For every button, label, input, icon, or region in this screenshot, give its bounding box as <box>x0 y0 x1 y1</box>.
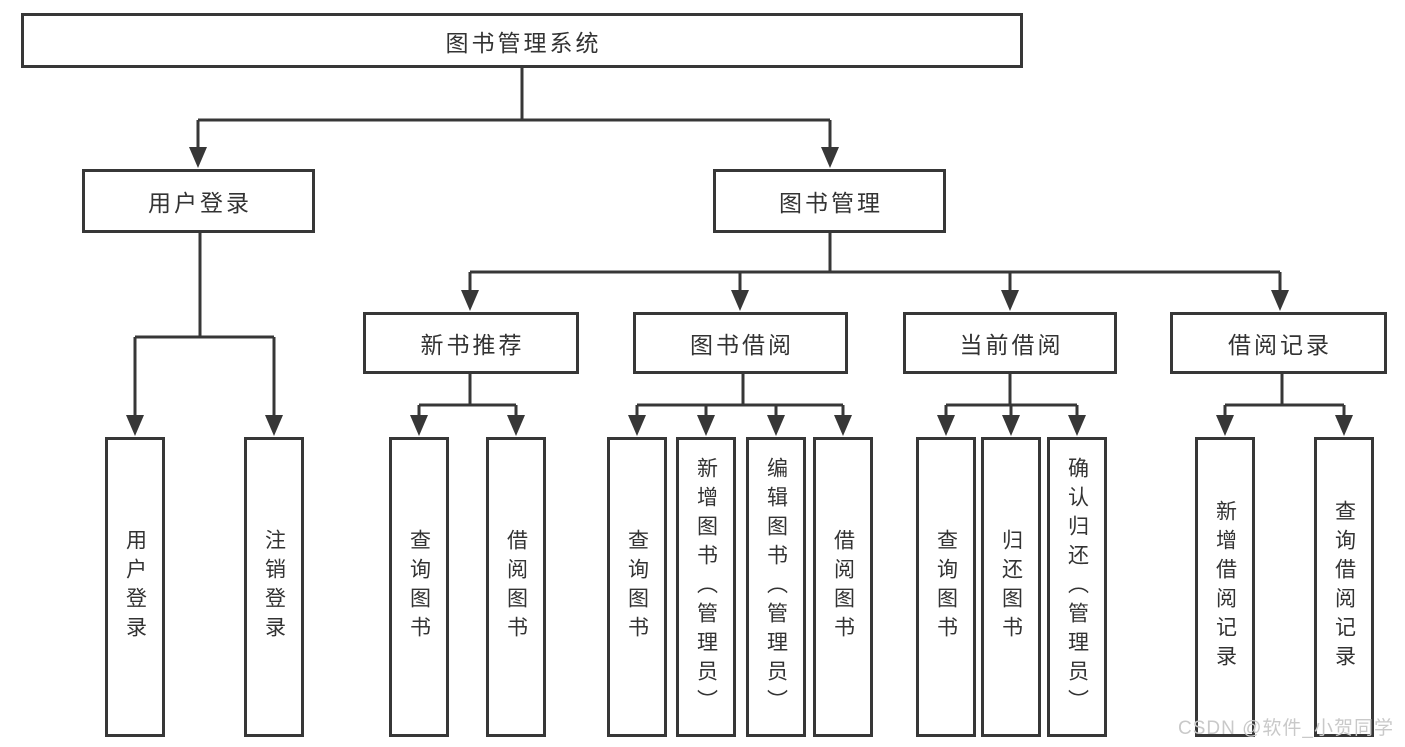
node-label: 借阅记录 <box>1228 332 1332 358</box>
node-label: 借阅图书 <box>504 529 528 645</box>
node-label: 新增图书（管理员） <box>694 456 718 718</box>
node-label: 归还图书 <box>999 529 1023 645</box>
node-label: 新增借阅记录 <box>1213 500 1237 674</box>
node-label: 新书推荐 <box>420 332 525 358</box>
csdn-watermark: CSDN @软件_小贺同学 <box>1178 718 1394 739</box>
book-borrowing-node: 图书借阅 <box>633 312 848 374</box>
node-label: 查询图书 <box>625 529 649 645</box>
borrowing-records-node: 借阅记录 <box>1170 312 1387 374</box>
return-books-leaf: 归还图书 <box>981 437 1041 737</box>
new-book-recommend-node: 新书推荐 <box>363 312 579 374</box>
node-label: 当前借阅 <box>959 332 1064 358</box>
query-books-borrowing-leaf: 查询图书 <box>607 437 667 737</box>
node-label: 图书管理系统 <box>445 29 602 56</box>
query-books-current-leaf: 查询图书 <box>916 437 976 737</box>
node-label: 编辑图书（管理员） <box>764 456 788 718</box>
add-books-admin-leaf: 新增图书（管理员） <box>676 437 736 737</box>
current-borrowing-node: 当前借阅 <box>903 312 1117 374</box>
query-books-recommend-leaf: 查询图书 <box>389 437 449 737</box>
node-label: 查询图书 <box>407 529 431 645</box>
root-node: 图书管理系统 <box>21 13 1023 68</box>
user-login-node: 用户登录 <box>82 169 315 233</box>
edit-books-admin-leaf: 编辑图书（管理员） <box>746 437 806 737</box>
node-label: 查询借阅记录 <box>1332 500 1356 674</box>
query-borrow-record-leaf: 查询借阅记录 <box>1314 437 1374 737</box>
node-label: 查询图书 <box>934 529 958 645</box>
node-label: 图书管理 <box>779 190 883 216</box>
arrowheads <box>126 147 1353 436</box>
confirm-return-admin-leaf: 确认归还（管理员） <box>1047 437 1107 737</box>
user-login-leaf: 用户登录 <box>105 437 165 737</box>
borrow-books-leaf: 借阅图书 <box>813 437 873 737</box>
book-management-node: 图书管理 <box>713 169 946 233</box>
connector-edges <box>133 68 1346 418</box>
logout-leaf: 注销登录 <box>244 437 304 737</box>
node-label: 用户登录 <box>148 190 252 216</box>
add-borrow-record-leaf: 新增借阅记录 <box>1195 437 1255 737</box>
node-label: 图书借阅 <box>690 332 794 358</box>
borrow-books-recommend-leaf: 借阅图书 <box>486 437 546 737</box>
node-label: 注销登录 <box>262 529 286 645</box>
node-label: 借阅图书 <box>831 529 855 645</box>
node-label: 确认归还（管理员） <box>1065 456 1089 718</box>
node-label: 用户登录 <box>123 529 147 645</box>
